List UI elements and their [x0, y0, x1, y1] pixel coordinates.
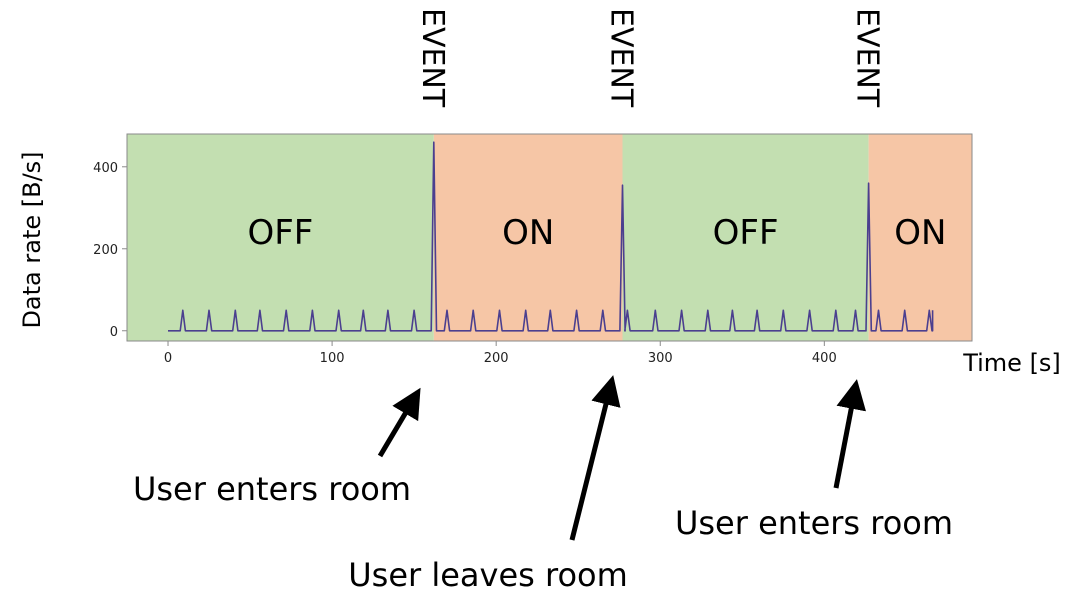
- axis-ticks: 0 100 200 300 400 0 200 400: [93, 161, 837, 366]
- plot-frame: [126, 133, 973, 342]
- state-label: ON: [502, 213, 554, 253]
- annotation-arrow: [377, 387, 421, 458]
- event-label: EVENT: [415, 8, 450, 108]
- region-on: [868, 134, 972, 341]
- annotation-arrow: [833, 379, 867, 489]
- plot-lines: [168, 141, 934, 332]
- x-tick-label: 100: [320, 351, 345, 366]
- x-tick-label: 400: [812, 351, 837, 366]
- x-tick-label: 300: [648, 351, 673, 366]
- event-label: EVENT: [604, 8, 639, 108]
- event-label: EVENT: [850, 8, 885, 108]
- region-off: [622, 134, 869, 341]
- state-regions: [127, 134, 972, 341]
- state-label: OFF: [247, 213, 313, 253]
- state-labels: OFF ON OFF ON: [247, 213, 946, 253]
- y-axis-label: Data rate [B/s]: [18, 151, 46, 328]
- data-rate-line: [168, 141, 934, 332]
- region-on: [433, 134, 623, 341]
- event-labels: EVENT EVENT EVENT: [415, 8, 885, 108]
- state-label: OFF: [713, 213, 779, 253]
- y-tick-label: 0: [110, 325, 118, 340]
- y-tick-label: 200: [93, 243, 118, 258]
- annotation-arrow: [569, 375, 621, 541]
- x-tick-label: 0: [164, 351, 172, 366]
- annotation-text: User enters room: [675, 504, 953, 542]
- annotation-text: User leaves room: [348, 556, 628, 594]
- y-tick-label: 400: [93, 161, 118, 176]
- x-axis-label: Time [s]: [962, 349, 1061, 377]
- state-label: ON: [894, 213, 946, 253]
- x-tick-label: 200: [484, 351, 509, 366]
- annotation-text: User enters room: [133, 470, 411, 508]
- region-off: [127, 134, 434, 341]
